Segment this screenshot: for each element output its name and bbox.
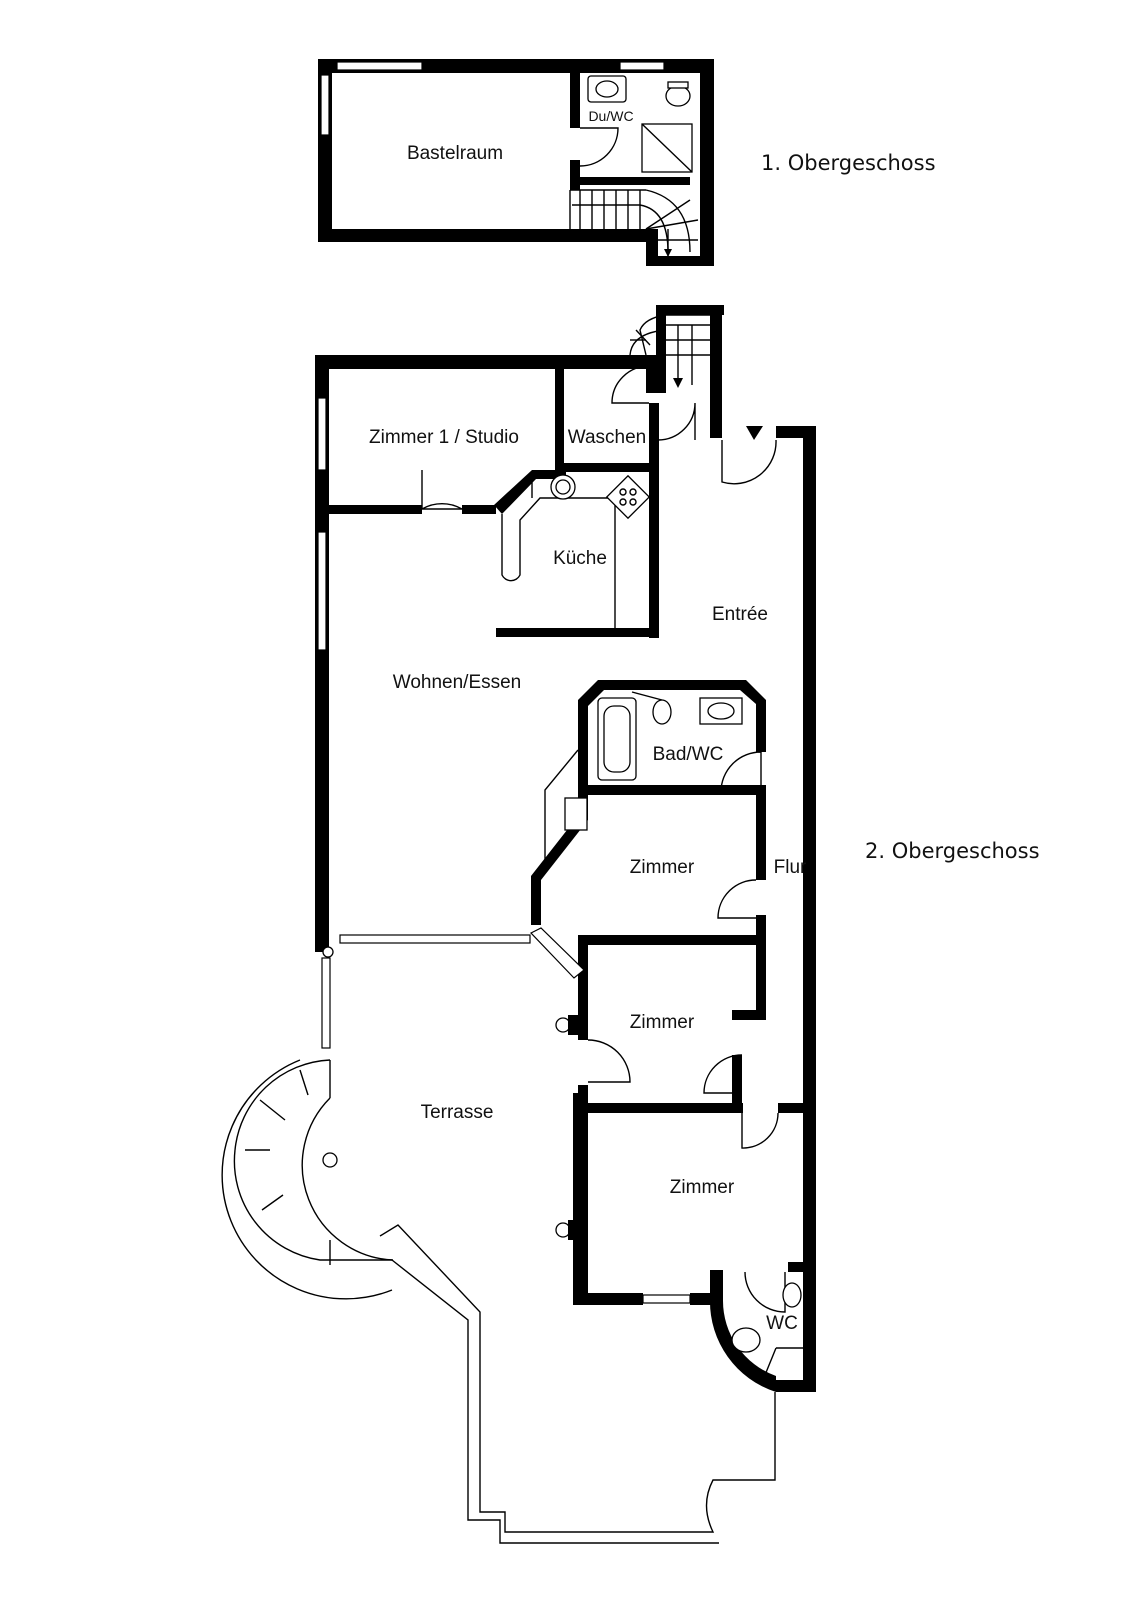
room-label-kueche: Küche [553, 548, 607, 569]
room-label-bad-wc: Bad/WC [653, 744, 724, 765]
room-label-zimmer-1: Zimmer [630, 857, 695, 878]
room-label-terrasse: Terrasse [421, 1102, 494, 1123]
main-floor-plan [221, 305, 816, 1544]
floor-label-1og: 1. Obergeschoss [761, 151, 936, 175]
room-label-zimmer-3: Zimmer [670, 1177, 735, 1198]
room-label-wohnen-essen: Wohnen/Essen [393, 672, 522, 693]
room-label-waschen: Waschen [568, 427, 647, 448]
room-label-wc: WC [766, 1313, 798, 1334]
upper-floor-plan: Bastelraum Du/WC [318, 59, 714, 266]
room-label-du-wc: Du/WC [588, 108, 633, 124]
room-label-flur: Flur [774, 857, 807, 878]
room-label-entree: Entrée [712, 604, 768, 625]
room-label-zimmer-studio: Zimmer 1 / Studio [369, 427, 519, 448]
floor-label-2og: 2. Obergeschoss [865, 839, 1040, 863]
room-label-zimmer-2: Zimmer [630, 1012, 695, 1033]
room-label-bastelraum: Bastelraum [407, 143, 503, 164]
